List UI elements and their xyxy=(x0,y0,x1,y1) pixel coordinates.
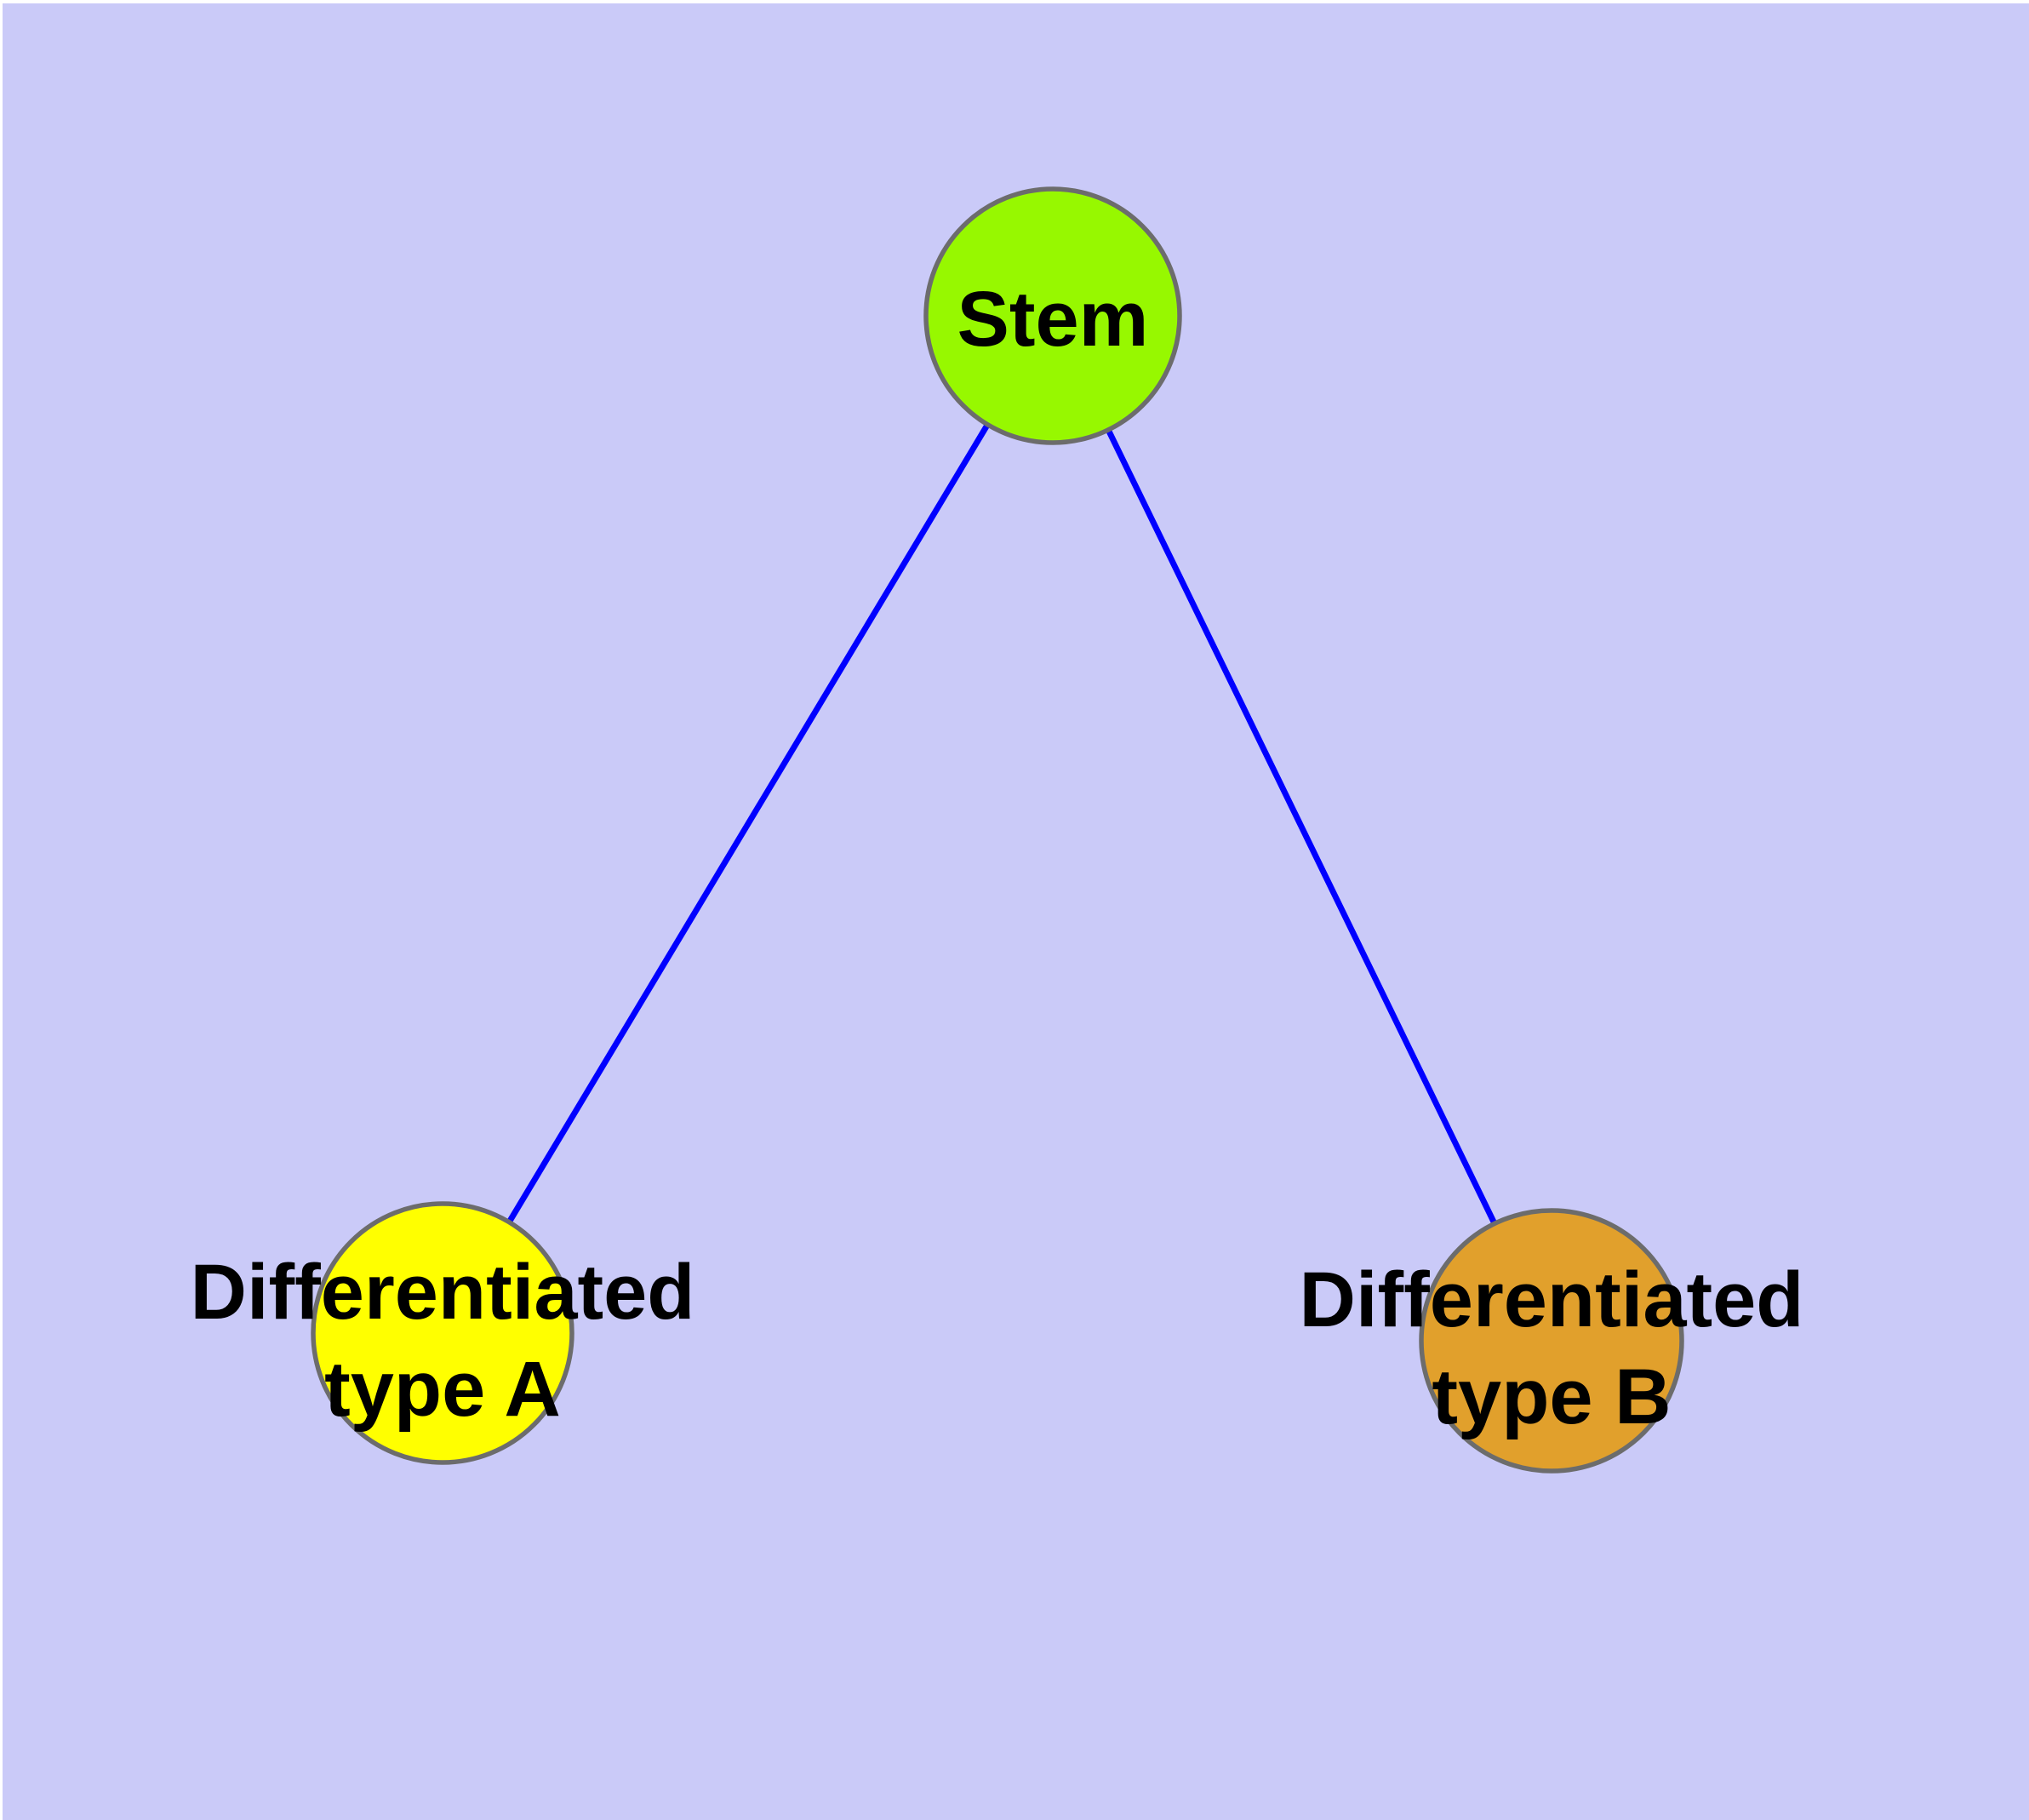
node-diff-type-a-label: Differentiated type A xyxy=(191,1249,695,1433)
node-stem xyxy=(923,186,1182,445)
edge-stem-to-diff-type-b xyxy=(1049,312,1555,1344)
node-diff-type-b-label-line-2: type B xyxy=(1432,1354,1671,1440)
node-diff-type-b-label: Differentiated type B xyxy=(1300,1256,1804,1440)
node-diff-type-a xyxy=(311,1201,574,1465)
nodes-layer xyxy=(311,186,1684,1474)
node-diff-type-a-label-line-1: Differentiated xyxy=(191,1249,695,1336)
node-stem-label-line-1: Stem xyxy=(957,276,1149,363)
edges-layer xyxy=(439,312,1555,1344)
node-diff-type-b-label-line-1: Differentiated xyxy=(1300,1256,1804,1343)
node-diff-type-a-label-line-2: type A xyxy=(324,1346,561,1433)
edge-stem-to-diff-type-a xyxy=(439,312,1056,1336)
node-diff-type-b xyxy=(1419,1208,1684,1474)
node-stem-label: Stem xyxy=(957,276,1149,363)
